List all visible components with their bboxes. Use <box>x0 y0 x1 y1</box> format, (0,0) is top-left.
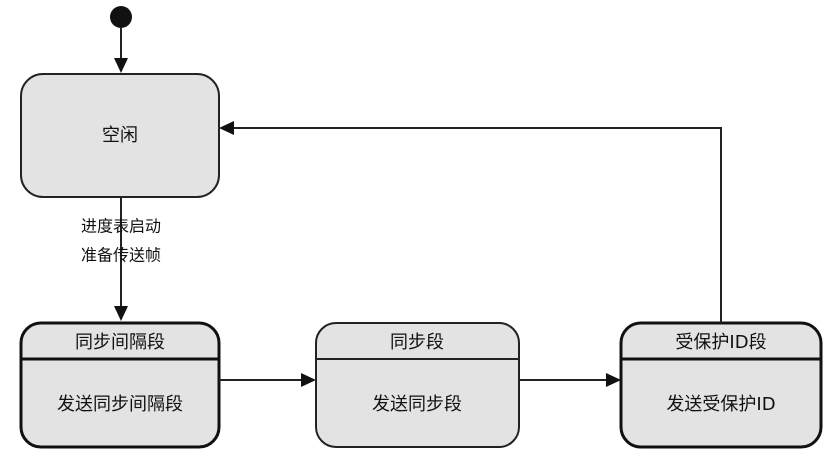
transition-sync-break-to-sync-arrowhead <box>301 373 316 387</box>
state-protected-id: 受保护ID段 发送受保护ID <box>619 321 823 449</box>
transition-idle-to-sync-break-arrowhead <box>114 306 128 321</box>
state-sync-border <box>315 322 520 448</box>
state-sync-body: 发送同步段 <box>372 394 462 415</box>
state-protected-id-fill <box>621 323 821 447</box>
state-sync-break-border <box>19 321 221 449</box>
state-sync: 同步段 发送同步段 <box>315 322 520 448</box>
state-sync-break: 同步间隔段 发送同步间隔段 <box>19 321 221 449</box>
state-protected-id-body: 发送受保护ID <box>666 394 775 415</box>
state-protected-id-title: 受保护ID段 <box>675 332 766 353</box>
transition-protected-id-to-idle-line <box>234 127 722 323</box>
transition-label-line-2: 准备传送帧 <box>81 246 161 265</box>
transition-protected-id-to-idle-arrowhead <box>219 121 234 135</box>
state-sync-break-body: 发送同步间隔段 <box>57 394 183 415</box>
initial-state-dot <box>110 6 132 28</box>
state-idle-fill <box>21 74 219 197</box>
state-sync-break-title: 同步间隔段 <box>75 332 165 353</box>
transition-sync-to-protected-id-arrowhead <box>606 373 621 387</box>
transition-label-line-1: 进度表启动 <box>81 217 161 236</box>
state-idle: 空闲 <box>20 73 220 198</box>
state-sync-title: 同步段 <box>390 332 444 353</box>
state-sync-fill <box>316 323 519 447</box>
initial-transition-arrowhead <box>114 58 128 73</box>
state-sync-break-fill <box>21 323 219 447</box>
state-idle-label: 空闲 <box>102 125 138 146</box>
